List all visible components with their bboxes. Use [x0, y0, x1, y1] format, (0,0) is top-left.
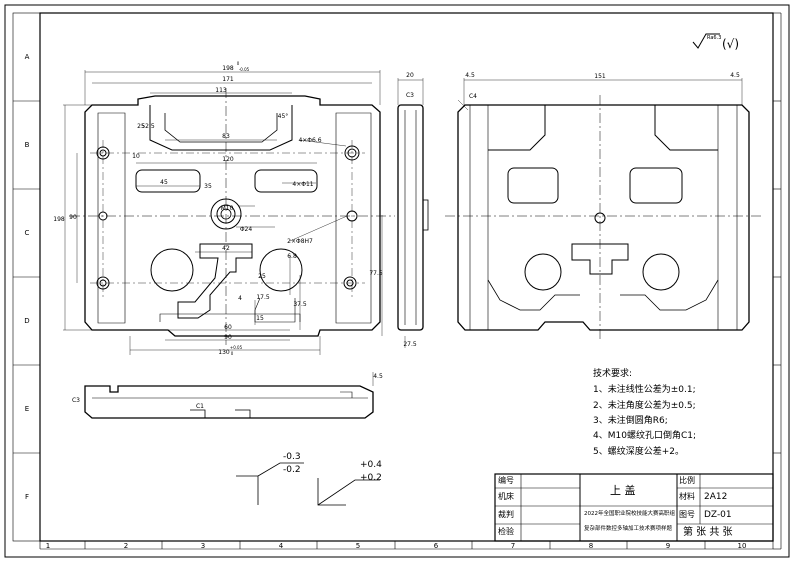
- dim-m10: M10: [221, 205, 234, 212]
- row-letter-a: A: [25, 53, 30, 61]
- side-dim-77-5: 77.5: [369, 270, 383, 277]
- tb-sheet-text: 第 张 共 张: [683, 527, 733, 538]
- tech-requirement-3: 3、未注倒圆角R6;: [593, 416, 668, 426]
- dim-10: 10: [132, 153, 140, 160]
- dim-6-8: 6.8: [287, 253, 297, 260]
- col-number-7: 7: [511, 542, 515, 550]
- top-view-dimensions: 198 171 113 83 120 45 35 10 25 52.5 198 …: [53, 61, 321, 356]
- dim-171: 171: [222, 76, 234, 83]
- tb-part-name: 上 盖: [610, 484, 636, 497]
- tb-label-judge: 裁判: [498, 510, 514, 519]
- tech-requirement-2: 2、未注角度公差为±0.5;: [593, 401, 696, 411]
- dim-60: 60: [224, 324, 232, 331]
- dim-17-5: 17.5: [256, 294, 270, 301]
- title-block: [494, 473, 774, 542]
- bottom-dim-c1: C1: [196, 403, 204, 410]
- col-number-2: 2: [124, 542, 128, 550]
- tb-drawing-no-label: 图号: [679, 510, 695, 519]
- dim-4x-phi-6-6: 4×Φ6.6: [298, 137, 321, 144]
- surface-finish-value: Ra6.3: [707, 35, 721, 41]
- dim-45: 45: [160, 179, 168, 186]
- row-letter-e: E: [25, 405, 29, 413]
- tb-scale-label: 比例: [679, 476, 695, 485]
- col-number-5: 5: [356, 542, 360, 550]
- dim-45-deg: 45°: [278, 113, 289, 120]
- side-dim-27-5: 27.5: [403, 341, 417, 348]
- col-number-6: 6: [434, 542, 439, 550]
- dim-phi-24: Φ24: [240, 226, 253, 233]
- dim-52-5: 52.5: [141, 123, 155, 130]
- dim-15: 15: [256, 315, 264, 322]
- tech-requirement-4: 4、M10螺纹孔口倒角C1;: [593, 431, 696, 441]
- dim-130: 130: [218, 349, 230, 356]
- dim-42: 42: [222, 245, 230, 252]
- col-number-4: 4: [279, 542, 284, 550]
- tol-130-upper: +0.05: [230, 345, 243, 350]
- tol-right-upper: +0.4: [360, 460, 382, 470]
- tb-label-machine: 机床: [498, 492, 514, 501]
- tol-130-lower: 0: [231, 351, 234, 356]
- dim-120: 120: [222, 156, 234, 163]
- row-letter-c: C: [25, 229, 30, 237]
- surface-finish-suffix: (√): [722, 37, 739, 51]
- tb-drawing-no-value: DZ-01: [704, 510, 732, 520]
- tol-right-lower: +0.2: [360, 473, 382, 483]
- outer-frame: [4, 4, 790, 558]
- right-dim-c4: C4: [469, 93, 477, 100]
- right-dim-151: 151: [594, 73, 606, 80]
- row-letter-d: D: [24, 317, 29, 325]
- tb-material-value: 2A12: [704, 492, 728, 502]
- dim-4x-phi-11: 4×Φ11: [292, 181, 313, 188]
- row-letter-b: B: [25, 141, 30, 149]
- tol-left-upper: -0.3: [283, 452, 301, 462]
- bottom-dim-c3: C3: [72, 397, 80, 404]
- dim-90-bottom: 90: [224, 334, 232, 341]
- side-dim-20: 20: [406, 72, 414, 79]
- dim-35: 35: [204, 183, 212, 190]
- dim-198-height: 198: [53, 216, 65, 223]
- tech-requirement-5: 5、螺纹深度公差+2。: [593, 447, 684, 457]
- tb-label-serial: 编号: [498, 476, 514, 485]
- tb-label-inspect: 检验: [498, 527, 514, 536]
- dim-198-width: 198: [222, 65, 234, 72]
- col-number-10: 10: [738, 542, 747, 550]
- tolerance-sketch-right: [317, 478, 380, 506]
- dim-25-bottom: 25: [258, 273, 266, 280]
- tech-requirement-1: 1、未注线性公差为±0.1;: [593, 385, 696, 395]
- row-letter-f: F: [25, 493, 29, 501]
- col-number-1: 1: [46, 542, 50, 550]
- tb-competition-line-1: 2022年全国职业院校技能大赛高职组: [584, 511, 675, 517]
- dim-90-side: 90: [69, 214, 77, 221]
- surface-finish-symbol: Ra6.3 (√): [692, 33, 739, 51]
- dim-37-5: 37.5: [293, 301, 307, 308]
- col-number-9: 9: [666, 542, 670, 550]
- side-view: [397, 78, 429, 348]
- bottom-dim-4-5: 4.5: [373, 373, 383, 380]
- col-number-3: 3: [201, 542, 205, 550]
- tol-198-upper: 0: [237, 61, 240, 66]
- tol-left-lower: -0.2: [283, 465, 301, 475]
- tech-requirements-heading: 技术要求:: [593, 369, 633, 379]
- dim-4: 4: [238, 295, 242, 302]
- col-number-8: 8: [589, 542, 593, 550]
- right-dim-4-5-left: 4.5: [465, 72, 475, 79]
- tol-198-lower: -0.05: [239, 67, 250, 72]
- dim-113: 113: [215, 87, 227, 94]
- tb-material-label: 材料: [679, 492, 695, 501]
- right-view: [445, 78, 762, 340]
- dim-25-top: 25: [137, 123, 145, 130]
- tb-competition-line-2: 复杂部件数控多轴加工技术赛项样题: [584, 526, 673, 532]
- dim-2x-phi-8h7: 2×Φ8H7: [287, 238, 313, 245]
- top-view: [63, 70, 395, 355]
- bottom-view: [84, 372, 374, 419]
- tolerance-sketch-left: [236, 462, 304, 505]
- dim-83: 83: [222, 133, 230, 140]
- side-dim-c3: C3: [406, 92, 414, 99]
- right-dim-4-5-right: 4.5: [730, 72, 740, 79]
